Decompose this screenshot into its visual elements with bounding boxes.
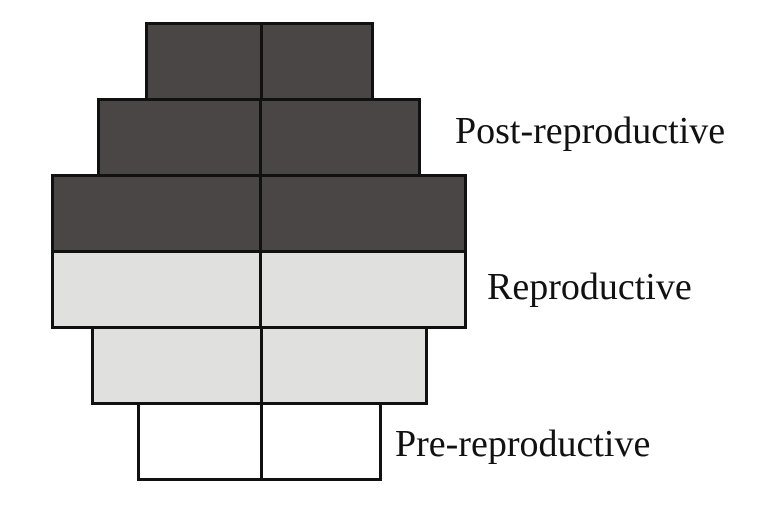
pyramid-cell-left: [94, 329, 260, 402]
pyramid-band-pre-reproductive: [137, 402, 382, 481]
label-pre-reproductive: Pre-reproductive: [395, 423, 651, 465]
pyramid-band-post-reproductive: [97, 98, 421, 177]
pyramid-band-post-reproductive: [145, 22, 374, 101]
pyramid-cell-right: [259, 177, 464, 250]
label-post-reproductive: Post-reproductive: [455, 110, 726, 152]
pyramid-band-post-reproductive: [51, 174, 467, 253]
pyramid-cell-left: [54, 177, 259, 250]
pyramid-band-reproductive: [91, 326, 428, 405]
pyramid-cell-left: [54, 253, 259, 326]
pyramid-band-reproductive: [51, 250, 467, 329]
pyramid-cell-right: [259, 253, 464, 326]
pyramid-cell-right: [259, 25, 372, 98]
pyramid-cell-right: [259, 101, 418, 174]
pyramid-cell-left: [148, 25, 260, 98]
pyramid-cell-right: [259, 405, 380, 478]
pyramid-cell-left: [100, 101, 259, 174]
label-reproductive: Reproductive: [487, 266, 692, 308]
pyramid-cell-right: [259, 329, 426, 402]
pyramid-cell-left: [140, 405, 260, 478]
